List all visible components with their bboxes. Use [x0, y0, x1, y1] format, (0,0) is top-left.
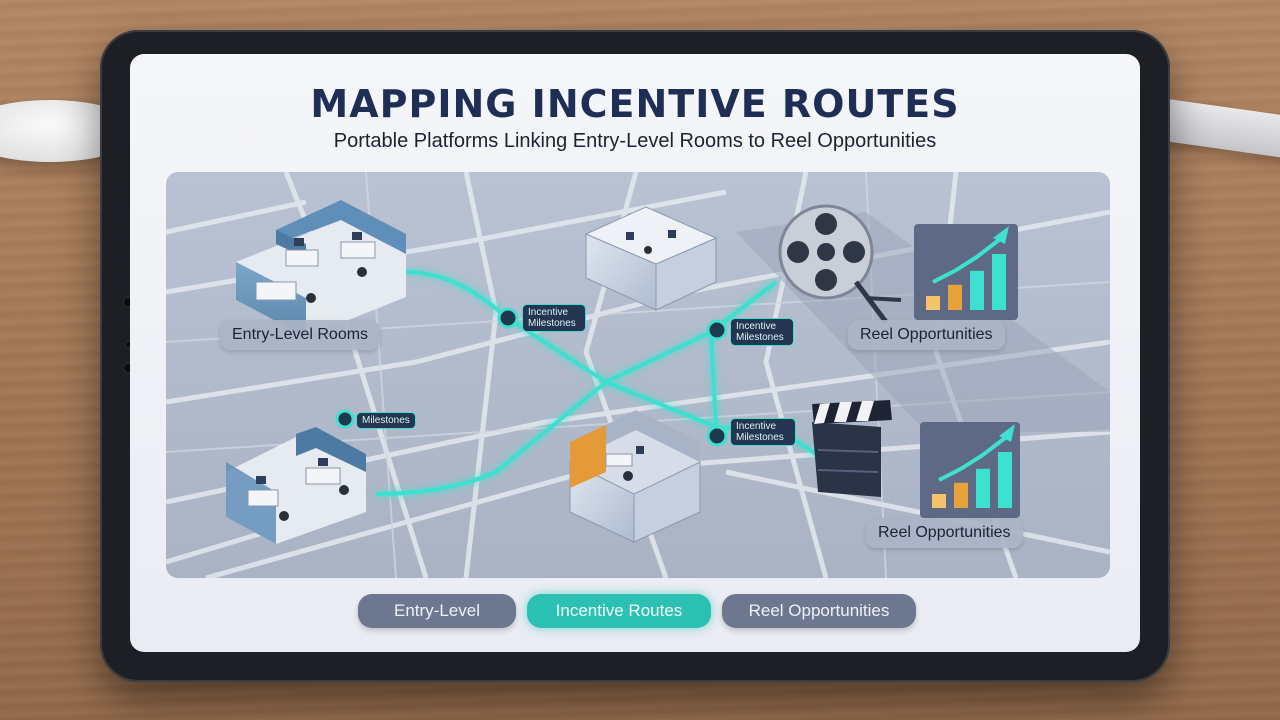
page-subtitle: Portable Platforms Linking Entry-Level R…: [333, 130, 937, 152]
glass-room-bottom: [569, 410, 701, 543]
growth-trend-line: [932, 238, 1001, 284]
sensor-dot-icon: [126, 342, 131, 347]
incentive-routes-tab[interactable]: Incentive Routes: [527, 594, 711, 628]
milestone-tag-right-top: Incentive Milestones: [730, 318, 794, 346]
milestone-tag-lower-left: Milestones: [356, 412, 416, 429]
reel-opportunities-tab[interactable]: Reel Opportunities: [722, 594, 916, 628]
route-map: Entry-Level Rooms Reel Opportunities Ree…: [166, 172, 1110, 578]
growth-bar: [954, 482, 968, 508]
tablet-device: MAPPING INCENTIVE ROUTES Portable Platfo…: [100, 30, 1170, 682]
growth-arrow-icon: [993, 226, 1009, 244]
growth-chart-top-icon: [914, 224, 1018, 320]
reel-opportunities-label-bottom: Reel Opportunities: [866, 518, 1023, 548]
growth-trend-line: [938, 436, 1007, 482]
entry-level-rooms-label: Entry-Level Rooms: [220, 320, 381, 350]
growth-chart-bottom-icon: [920, 422, 1020, 518]
glass-room-top: [584, 206, 718, 311]
slide-screen: MAPPING INCENTIVE ROUTES Portable Platfo…: [130, 54, 1140, 652]
milestone-tag-left: Incentive Milestones: [522, 304, 586, 332]
milestone-nodes: [335, 307, 728, 447]
growth-arrow-icon: [999, 424, 1015, 442]
entry-level-tab[interactable]: Entry-Level: [358, 594, 516, 628]
growth-bar: [970, 270, 984, 310]
reel-opportunities-label-top: Reel Opportunities: [848, 320, 1005, 350]
growth-bar: [932, 494, 946, 508]
growth-bar: [992, 254, 1006, 310]
camera-dot-icon: [124, 298, 132, 306]
film-reel-icon: [778, 204, 902, 324]
page-title: MAPPING INCENTIVE ROUTES: [310, 82, 960, 126]
growth-bar: [976, 468, 990, 508]
section-nav: Entry-Level Incentive Routes Reel Opport…: [130, 594, 1140, 630]
growth-bar: [948, 284, 962, 310]
growth-bar: [926, 296, 940, 310]
growth-bar: [998, 452, 1012, 508]
cubicle-cluster-top: [236, 200, 406, 337]
cubicle-cluster-bottom: [226, 427, 366, 544]
camera-dot-icon: [124, 364, 132, 372]
clapperboard-icon: [812, 400, 892, 497]
milestone-tag-right-bottom: Incentive Milestones: [730, 418, 796, 446]
